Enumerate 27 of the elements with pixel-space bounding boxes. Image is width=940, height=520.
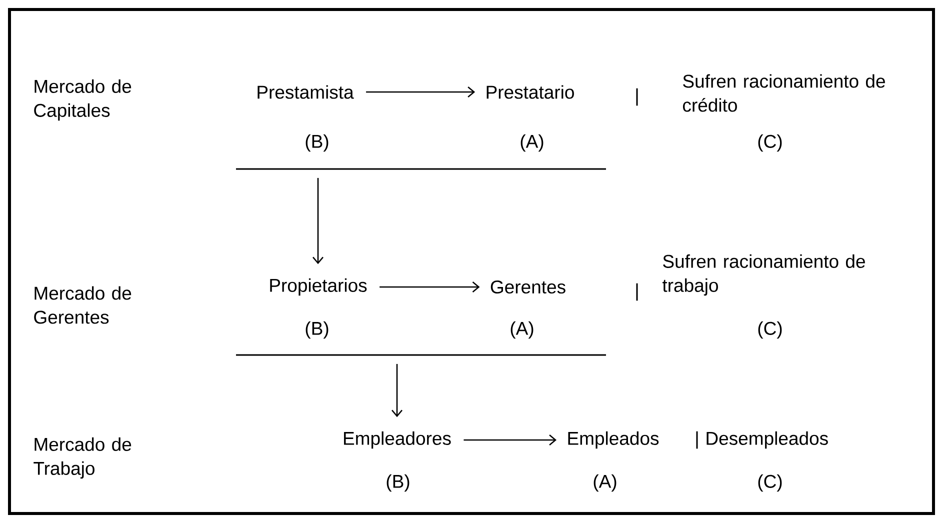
horizontal-line bbox=[236, 354, 606, 356]
separator-mark: | bbox=[636, 283, 638, 301]
arrow bbox=[464, 434, 557, 446]
term-text: Empleadores bbox=[344, 431, 451, 449]
market-label: Mercado de Gerentes bbox=[34, 286, 132, 324]
term-text: Gerentes bbox=[490, 280, 566, 294]
term-text: Prestamista bbox=[258, 85, 354, 99]
term-text: Empleados bbox=[568, 431, 659, 449]
note-text: Sufren racionamiento de trabajo bbox=[662, 254, 865, 296]
role-label: (C) bbox=[758, 134, 782, 152]
role-label: (C) bbox=[758, 321, 782, 339]
market-label: Mercado de Trabajo bbox=[34, 437, 132, 479]
separator-mark: | bbox=[636, 88, 638, 106]
note-text: Sufren racionamiento de crédito bbox=[683, 74, 885, 112]
role-label: (B) bbox=[386, 474, 410, 492]
arrow bbox=[312, 178, 324, 264]
note-text: Desempleados bbox=[706, 431, 828, 449]
market-label: Mercado de Capitales bbox=[34, 79, 132, 121]
term-text: Propietarios bbox=[270, 278, 367, 296]
separator-mark: | bbox=[696, 431, 698, 449]
arrow bbox=[380, 282, 480, 292]
arrow bbox=[366, 86, 476, 98]
term-text: Prestatario bbox=[486, 85, 574, 99]
role-label: (A) bbox=[594, 474, 616, 492]
arrow bbox=[392, 364, 402, 418]
role-label: (C) bbox=[758, 474, 782, 492]
horizontal-line bbox=[236, 168, 606, 170]
